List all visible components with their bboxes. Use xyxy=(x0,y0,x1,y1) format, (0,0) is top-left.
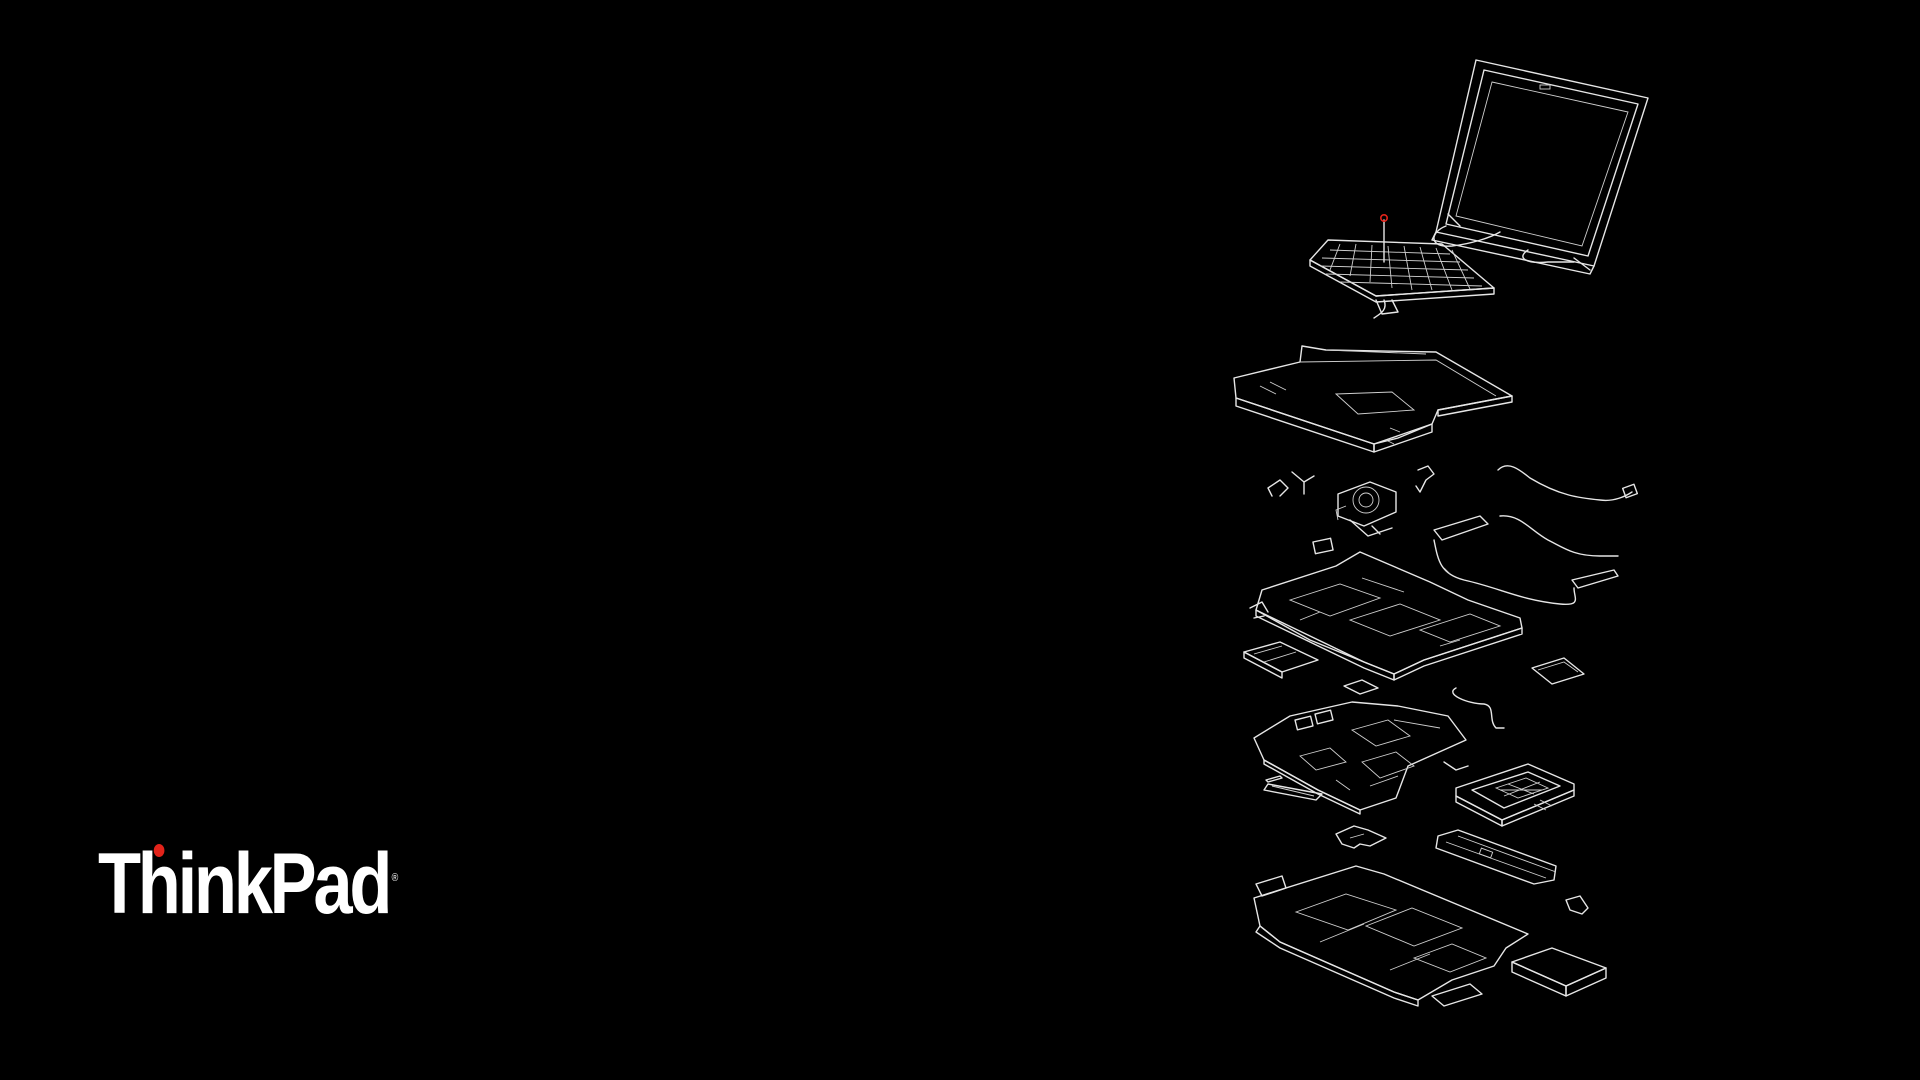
system-board-icon xyxy=(1253,701,1467,815)
card-reader-icon xyxy=(1243,641,1319,679)
bracket-icon xyxy=(1267,465,1435,497)
logo-text: ThinkPad xyxy=(98,836,392,932)
battery-icon xyxy=(1435,829,1557,885)
keyboard-icon xyxy=(1309,239,1495,319)
palmrest-icon xyxy=(1233,345,1513,453)
memory-module-icon xyxy=(1263,775,1323,801)
speaker-icon xyxy=(1433,515,1619,605)
display-assembly-icon xyxy=(1431,59,1649,275)
thinkpad-logo: ThinkPad® xyxy=(98,841,399,927)
red-dot-icon xyxy=(153,844,165,857)
base-cover-icon xyxy=(1253,865,1529,1007)
trackpoint-icon xyxy=(1380,214,1389,263)
registered-mark: ® xyxy=(391,872,399,884)
hard-drive-icon xyxy=(1455,763,1575,827)
fan-heatsink-icon xyxy=(1312,481,1397,555)
cable-icon xyxy=(1443,465,1639,771)
processor-chip-icon xyxy=(1343,657,1585,695)
bracket-icon xyxy=(1335,825,1387,849)
frame-icon xyxy=(1249,551,1523,681)
optical-drive-icon xyxy=(1511,947,1607,997)
